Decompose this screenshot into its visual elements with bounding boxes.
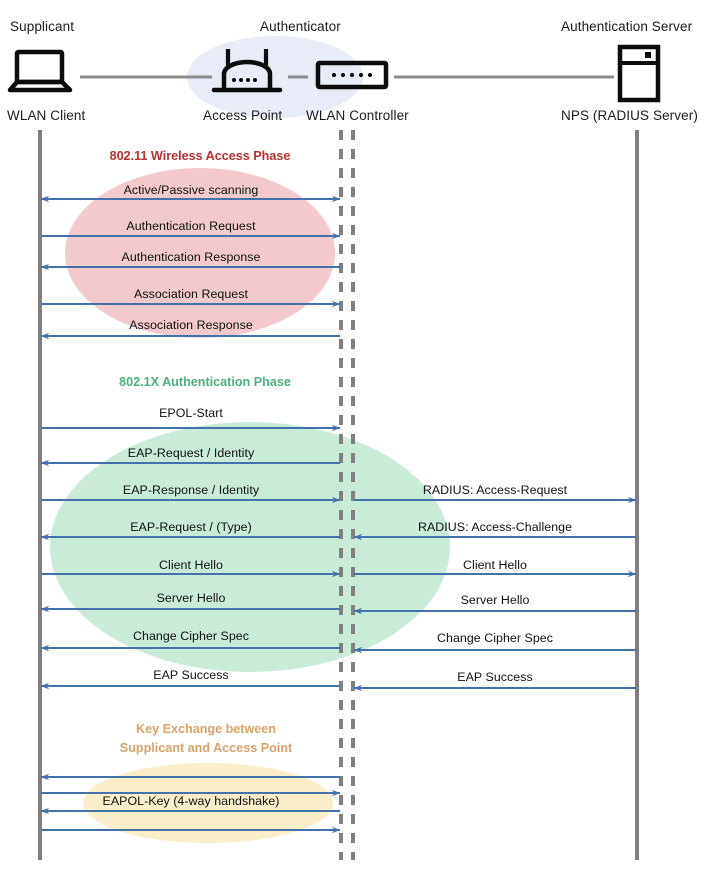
- msg-label-authentication-request: Authentication Request: [126, 219, 256, 233]
- message-arrows-right: [353, 496, 637, 692]
- msg-label-radius-access-challenge: RADIUS: Access-Challenge: [417, 520, 573, 534]
- msg-label-eapol-key-handshake: EAPOL-Key (4-way handshake): [102, 794, 280, 808]
- device-label-wlan-controller: WLAN Controller: [306, 108, 409, 123]
- phase-3-ellipse: [83, 763, 333, 843]
- msg-label-eap-success-left: EAP Success: [153, 668, 229, 682]
- msg-label-server-hello-left: Server Hello: [156, 591, 226, 605]
- phase-label-802-1x-authentication: 802.1X Authentication Phase: [119, 375, 291, 389]
- msg-label-client-hello-right: Client Hello: [463, 558, 527, 572]
- msg-label-server-hello-right: Server Hello: [460, 593, 530, 607]
- phase-label-key-exchange-line-2: Supplicant and Access Point: [119, 741, 293, 755]
- msg-label-authentication-response: Authentication Response: [121, 250, 261, 264]
- access-point-icon: [211, 49, 283, 93]
- device-label-access-point: Access Point: [203, 108, 283, 123]
- msg-label-eap-success-right: EAP Success: [457, 670, 533, 684]
- msg-label-change-cipher-spec-right: Change Cipher Spec: [437, 631, 553, 645]
- phase-label-key-exchange-line-1: Key Exchange between: [136, 722, 276, 736]
- server-icon: [617, 44, 661, 103]
- phase-1-ellipse: [65, 168, 335, 338]
- device-label-nps-radius-server: NPS (RADIUS Server): [561, 108, 698, 123]
- msg-label-active-passive-scanning: Active/Passive scanning: [123, 183, 259, 197]
- msg-label-association-request: Association Request: [134, 287, 248, 301]
- role-label-authenticator: Authenticator: [260, 19, 341, 34]
- message-arrows-left: [40, 195, 341, 834]
- msg-label-association-response: Association Response: [129, 318, 253, 332]
- role-label-authentication-server: Authentication Server: [561, 19, 693, 34]
- msg-label-eap-request-type: EAP-Request / (Type): [130, 520, 252, 534]
- role-label-supplicant: Supplicant: [10, 19, 75, 34]
- msg-label-client-hello-left: Client Hello: [159, 558, 223, 572]
- msg-label-eap-request-identity: EAP-Request / Identity: [127, 446, 255, 460]
- phase-label-key-exchange: Key Exchange between Supplicant and Acce…: [66, 720, 346, 758]
- msg-label-radius-access-request: RADIUS: Access-Request: [422, 483, 568, 497]
- laptop-icon: [7, 49, 73, 93]
- wlan-controller-icon: [315, 60, 389, 90]
- device-label-wlan-client: WLAN Client: [7, 108, 86, 123]
- msg-label-change-cipher-spec-left: Change Cipher Spec: [133, 629, 249, 643]
- msg-label-eapol-start: EPOL-Start: [159, 406, 223, 420]
- msg-label-eap-response-identity: EAP-Response / Identity: [122, 483, 260, 497]
- phase-label-802-11-wireless-access: 802.11 Wireless Access Phase: [109, 149, 291, 163]
- authenticator-group-ellipse: [187, 36, 363, 118]
